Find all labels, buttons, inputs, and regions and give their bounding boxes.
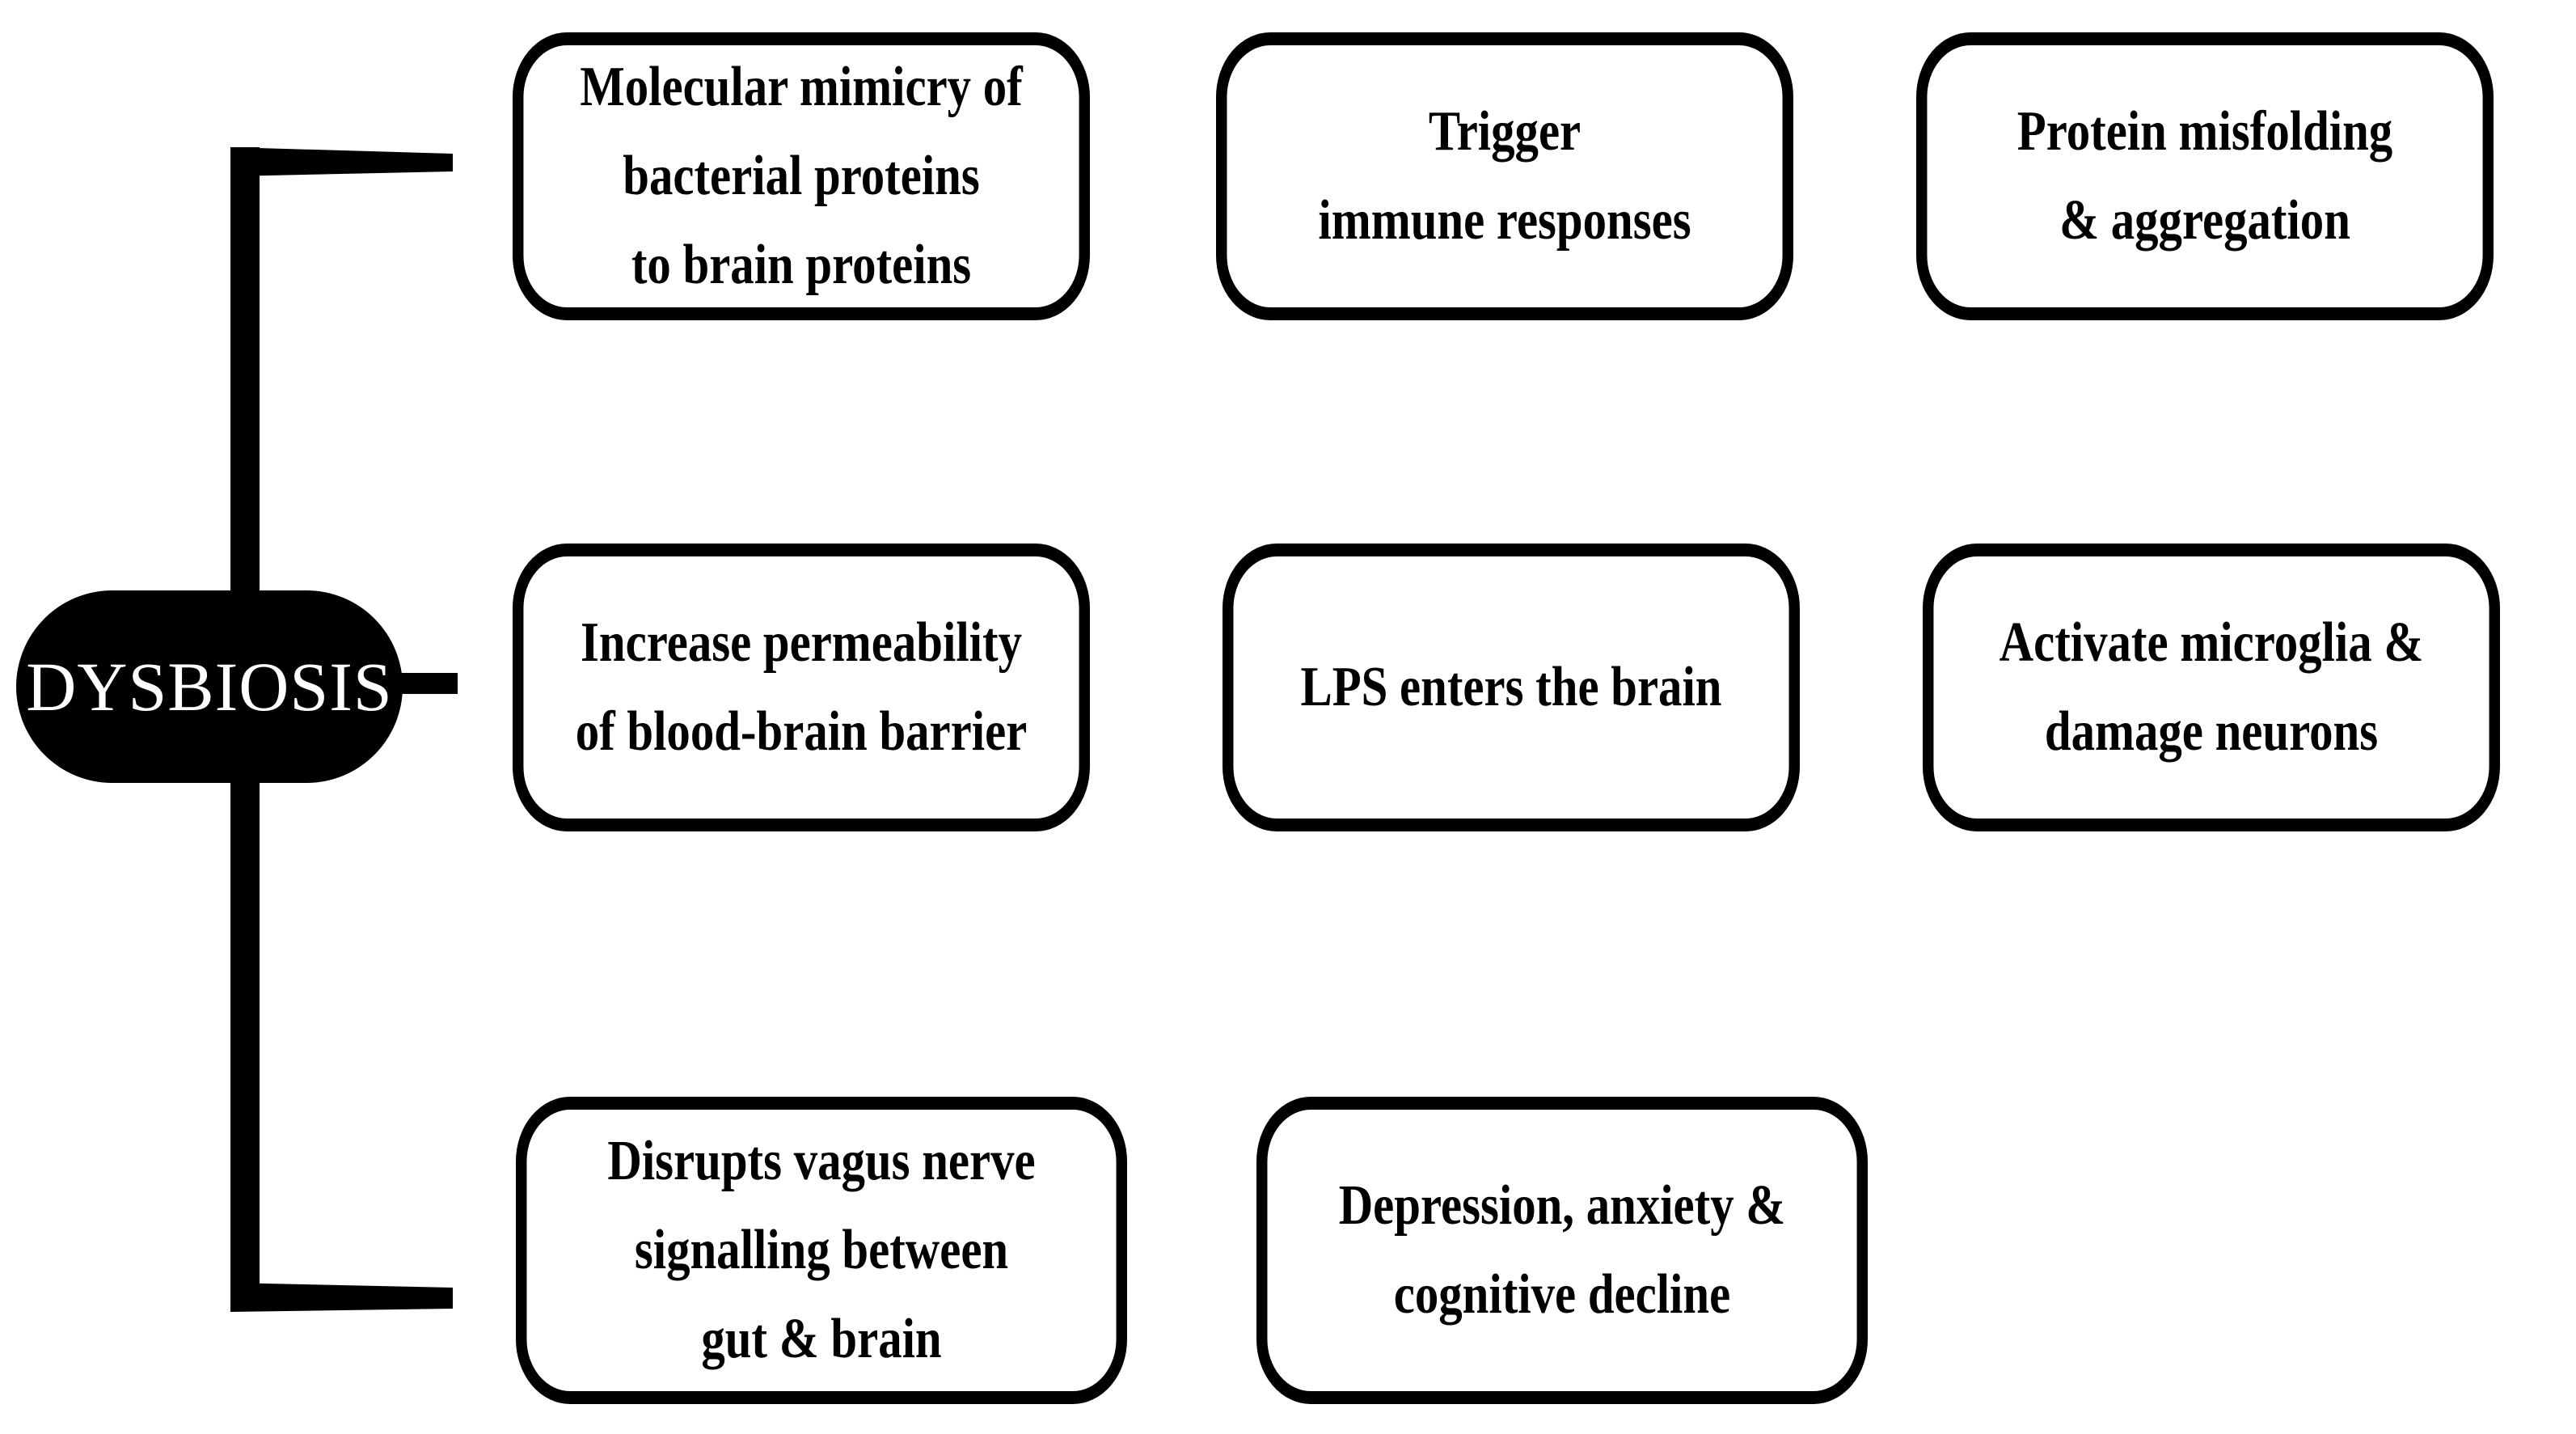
box-activate-microglia: Activate microglia & damage neurons <box>1923 544 2500 831</box>
box-vagus-nerve: Disrupts vagus nerve signalling between … <box>516 1097 1127 1404</box>
box-label: Protein misfolding & aggregation <box>2016 100 2393 252</box>
box-depression-anxiety: Depression, anxiety & cognitive decline <box>1256 1097 1868 1404</box>
branch-bottom <box>230 1283 453 1312</box>
box-label: Activate microglia & damage neurons <box>1999 611 2424 763</box>
box-label: Molecular mimicry of bacterial proteins … <box>580 56 1023 296</box>
box-label: LPS enters the brain <box>1300 656 1722 718</box>
box-protein-misfolding: Protein misfolding & aggregation <box>1916 32 2494 320</box>
box-bbb-permeability: Increase permeability of blood-brain bar… <box>513 544 1090 831</box>
box-molecular-mimicry: Molecular mimicry of bacterial proteins … <box>513 32 1090 320</box>
box-label: Disrupts vagus nerve signalling between … <box>607 1130 1036 1370</box>
branch-top <box>230 147 453 176</box>
box-label: Trigger immune responses <box>1318 100 1691 252</box>
box-label: Depression, anxiety & cognitive decline <box>1338 1174 1786 1326</box>
box-lps-enters-brain: LPS enters the brain <box>1223 544 1800 831</box>
root-node-dysbiosis: DYSBIOSIS <box>16 590 403 783</box>
branch-middle <box>396 673 458 694</box>
box-trigger-immune-responses: Trigger immune responses <box>1216 32 1793 320</box>
box-label: Increase permeability of blood-brain bar… <box>575 611 1028 763</box>
root-label: DYSBIOSIS <box>26 648 393 725</box>
